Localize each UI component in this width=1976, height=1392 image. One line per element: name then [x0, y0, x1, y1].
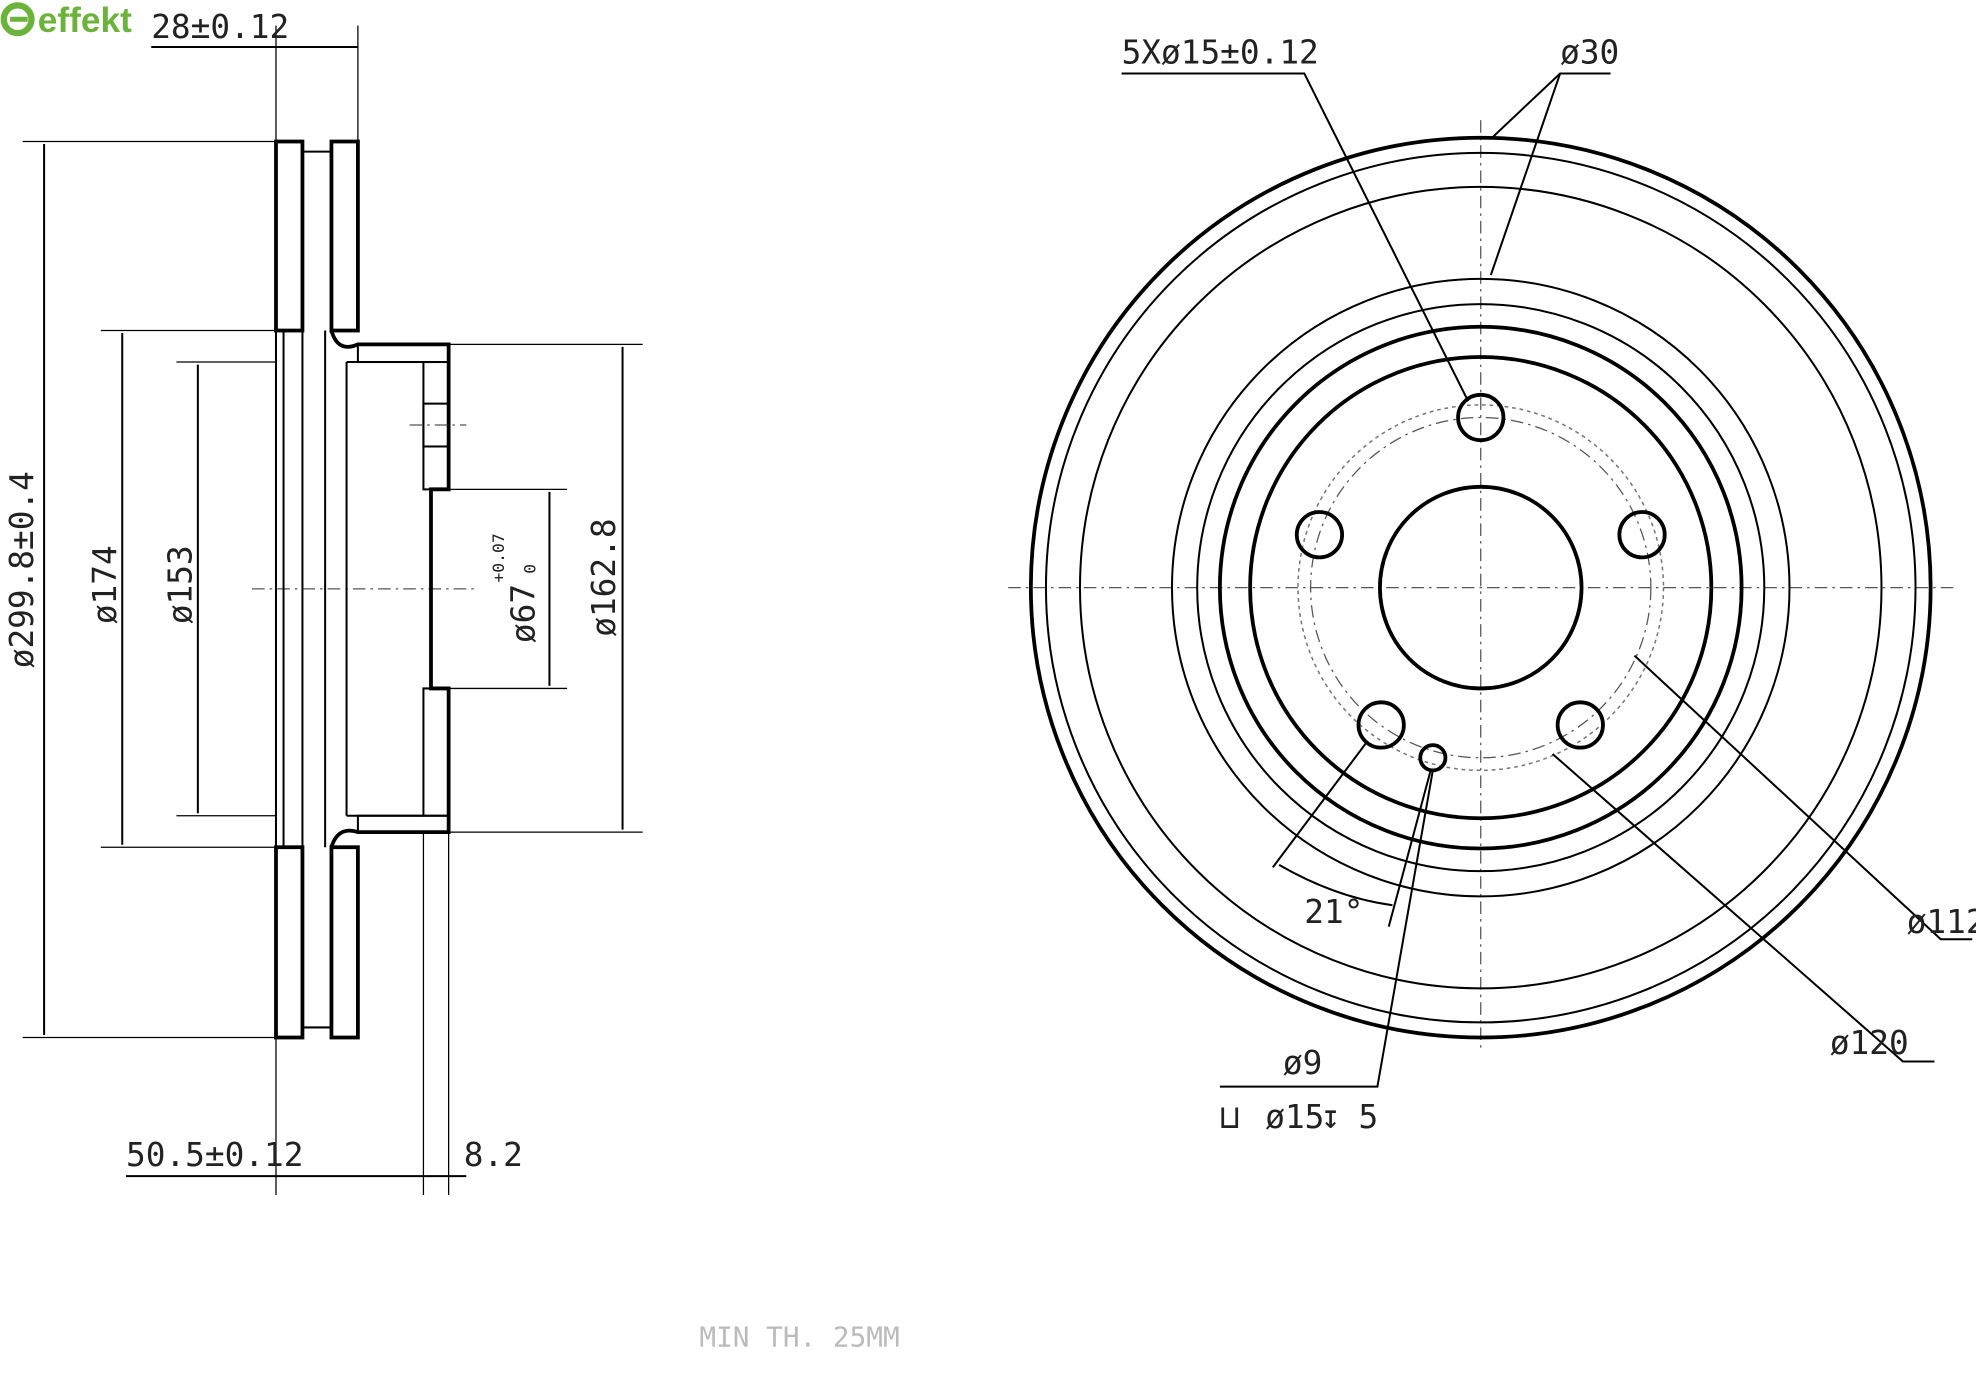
side-view: 28±0.12 ø299.8±0.4 ø174 ø153 ø67 +0.07 0…	[3, 8, 643, 1196]
dim-small-hole: ø9	[1283, 1044, 1322, 1082]
min-thickness-note: MIN TH. 25MM	[699, 1320, 899, 1353]
small-hole	[1418, 743, 1448, 773]
dim-center-bore-tol-upper: +0.07	[489, 533, 508, 582]
dim-153: ø153	[162, 545, 200, 624]
outer-edge	[1028, 135, 1933, 1040]
dim-112: ø112	[1907, 903, 1976, 941]
dim-hub-diameter: ø162.8	[585, 518, 623, 636]
center-bore	[1378, 484, 1584, 691]
dim-thickness: 28±0.12	[151, 8, 289, 46]
dim-depth: 5	[1359, 1098, 1379, 1136]
dim-174: ø174	[86, 545, 124, 624]
plate-top-right	[329, 139, 360, 333]
dim-center-bore: ø67	[504, 584, 542, 643]
bolt-hole	[1555, 700, 1605, 750]
dim-center-bore-tol-lower: 0	[521, 564, 540, 574]
bolt-hole	[1617, 510, 1667, 560]
dim-120: ø120	[1830, 1024, 1909, 1062]
front-view: 5Xø15±0.12 ø30 21° ø112 ø120 ø9 ⊔ ø15 ↧ …	[1008, 33, 1976, 1136]
plate-bottom-right	[329, 845, 360, 1040]
brand-logo: effekt	[0, 1, 132, 40]
dim-outer-diameter: ø299.8±0.4	[3, 471, 41, 668]
dim-hub-thickness: 8.2	[464, 1136, 523, 1174]
pitch-circle	[1309, 416, 1652, 759]
bolt-hole	[1456, 392, 1506, 443]
circle-120	[1297, 404, 1665, 772]
dim-30: ø30	[1560, 33, 1619, 71]
depth-symbol: ↧	[1321, 1098, 1341, 1136]
logo-icon	[0, 2, 35, 37]
dim-angle: 21°	[1304, 893, 1363, 931]
dim-counterbore: ø15	[1265, 1098, 1324, 1136]
bolt-hole	[1356, 700, 1406, 750]
bolt-hole	[1294, 510, 1345, 560]
dim-bolt-holes: 5Xø15±0.12	[1122, 33, 1319, 71]
plate-bottom-left	[274, 845, 305, 1040]
bolt-holes	[1294, 392, 1667, 750]
plate-top-left	[274, 139, 305, 333]
logo-text: effekt	[38, 1, 132, 40]
dim-height: 50.5±0.12	[126, 1136, 303, 1174]
counterbore-symbol: ⊔	[1220, 1098, 1240, 1136]
